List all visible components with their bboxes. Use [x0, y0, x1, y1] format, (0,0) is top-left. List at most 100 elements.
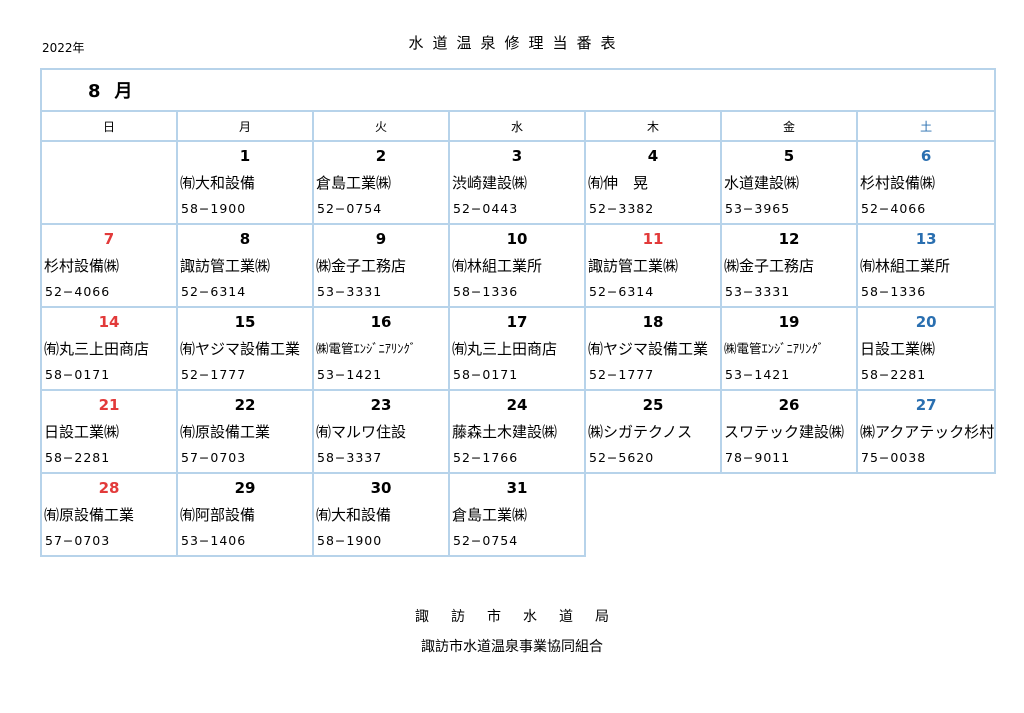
month-number: 8: [88, 81, 101, 102]
company-name: ㈲マルワ住設: [316, 423, 407, 441]
day-number: 28: [98, 479, 120, 497]
phone-number: 52−1777: [181, 367, 247, 382]
company-name: ㈱電管ｴﾝｼﾞﾆｱﾘﾝｸﾞ: [316, 341, 417, 356]
day-cell: 25 ㈱シガテクノス 52−5620: [584, 389, 722, 474]
phone-number: 53−1421: [317, 367, 383, 382]
company-name: 藤森土木建設㈱: [452, 423, 558, 441]
phone-number: 53−3331: [317, 284, 383, 299]
day-number: 26: [778, 396, 800, 414]
year-label: 2022年: [42, 41, 85, 55]
company-name: ㈱電管ｴﾝｼﾞﾆｱﾘﾝｸﾞ: [724, 341, 825, 356]
phone-number: 53−1406: [181, 533, 247, 548]
phone-number: 78−9011: [725, 450, 791, 465]
day-cell: 20 日設工業㈱ 58−2281: [855, 306, 997, 391]
day-number: 23: [370, 396, 392, 414]
day-number: 5: [783, 147, 795, 165]
day-number: 4: [647, 147, 659, 165]
company-name: 水道建設㈱: [724, 174, 800, 192]
day-number: 29: [234, 479, 256, 497]
day-cell: 7 杉村設備㈱ 52−4066: [40, 223, 178, 308]
phone-number: 52−4066: [45, 284, 111, 299]
phone-number: 52−6314: [181, 284, 247, 299]
phone-number: 58−1900: [317, 533, 383, 548]
day-number: 27: [915, 396, 937, 414]
day-number: 20: [915, 313, 937, 331]
day-number: 16: [370, 313, 392, 331]
company-name: ㈲大和設備: [316, 506, 392, 524]
page-title: 水道温泉修理当番表: [408, 34, 625, 52]
company-name: ㈲丸三上田商店: [452, 340, 558, 358]
day-number: 25: [642, 396, 664, 414]
phone-number: 52−0754: [453, 533, 519, 548]
weekday-mon: 月: [176, 110, 314, 142]
phone-number: 53−3965: [725, 201, 791, 216]
company-name: 杉村設備㈱: [44, 257, 120, 275]
company-name: ㈱シガテクノス: [588, 423, 693, 441]
company-name: ㈲ヤジマ設備工業: [180, 340, 301, 358]
weekday-thu: 木: [584, 110, 722, 142]
company-name: ㈱金子工務店: [724, 257, 815, 275]
day-number: 1: [239, 147, 251, 165]
phone-number: 52−1777: [589, 367, 655, 382]
day-cell: 3 渋崎建設㈱ 52−0443: [448, 140, 586, 225]
phone-number: 58−1900: [181, 201, 247, 216]
phone-number: 52−6314: [589, 284, 655, 299]
phone-number: 57−0703: [45, 533, 111, 548]
phone-number: 52−3382: [589, 201, 655, 216]
phone-number: 58−1336: [861, 284, 927, 299]
phone-number: 58−3337: [317, 450, 383, 465]
day-number: 18: [642, 313, 664, 331]
phone-number: 53−3331: [725, 284, 791, 299]
phone-number: 75−0038: [861, 450, 927, 465]
company-name: 杉村設備㈱: [860, 174, 936, 192]
weekday-tue: 火: [312, 110, 450, 142]
month-unit: 月: [114, 81, 133, 102]
phone-number: 57−0703: [181, 450, 247, 465]
phone-number: 52−5620: [589, 450, 655, 465]
company-name: 倉島工業㈱: [316, 174, 392, 192]
day-cell: 5 水道建設㈱ 53−3965: [720, 140, 858, 225]
company-name: 渋崎建設㈱: [452, 174, 528, 192]
phone-number: 58−0171: [453, 367, 519, 382]
company-name: 倉島工業㈱: [452, 506, 528, 524]
day-number: 30: [370, 479, 392, 497]
day-number: 10: [506, 230, 528, 248]
day-number: 7: [103, 230, 115, 248]
phone-number: 58−2281: [861, 367, 927, 382]
company-name: ㈲丸三上田商店: [44, 340, 150, 358]
phone-number: 52−4066: [861, 201, 927, 216]
phone-number: 52−0443: [453, 201, 519, 216]
day-number: 3: [511, 147, 523, 165]
day-number: 21: [98, 396, 120, 414]
company-name: 日設工業㈱: [860, 340, 936, 358]
company-name: 日設工業㈱: [44, 423, 120, 441]
day-cell: 15 ㈲ヤジマ設備工業 52−1777: [176, 306, 314, 391]
day-number: 24: [506, 396, 528, 414]
company-name: ㈲林組工業所: [860, 257, 951, 275]
day-cell: 24 藤森土木建設㈱ 52−1766: [448, 389, 586, 474]
phone-number: 52−1766: [453, 450, 519, 465]
day-number: 15: [234, 313, 256, 331]
day-number: 12: [778, 230, 800, 248]
weekday-sun: 日: [40, 110, 178, 142]
